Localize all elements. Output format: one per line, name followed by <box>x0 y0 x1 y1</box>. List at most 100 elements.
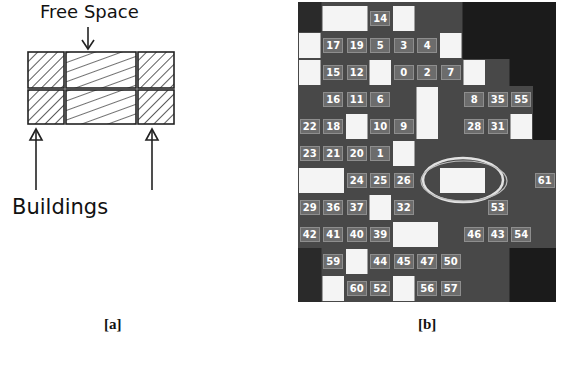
cell-number: 43 <box>491 230 505 240</box>
grid-cell: 29 <box>300 200 320 215</box>
cell-number: 11 <box>350 95 364 105</box>
cell-number: 5 <box>377 41 384 51</box>
grid-cell: 2 <box>417 65 437 80</box>
cell-number: 24 <box>350 176 364 186</box>
panel-label: [b] <box>418 316 436 333</box>
grid-cell: 3 <box>394 38 414 53</box>
leader-arrow <box>30 27 158 190</box>
cell-number: 39 <box>373 230 387 240</box>
cell-number: 57 <box>444 284 458 294</box>
cell-number: 2 <box>424 68 431 78</box>
cell-number: 4 <box>424 41 431 51</box>
grid-cell: 10 <box>370 119 390 134</box>
grid-cell: 50 <box>441 254 461 269</box>
cell-number: 44 <box>373 257 387 267</box>
panel-label: [a] <box>104 316 122 333</box>
cell-number: 45 <box>397 257 411 267</box>
cell-number: 26 <box>397 176 411 186</box>
grid-cell: 46 <box>464 227 484 242</box>
grid-cell: 17 <box>323 38 343 53</box>
grid-cell: 18 <box>323 119 343 134</box>
cell-number: 50 <box>444 257 458 267</box>
cell-number: 46 <box>467 230 481 240</box>
cell-number: 35 <box>491 95 505 105</box>
grid-cell: 1 <box>370 146 390 161</box>
grid-cell: 24 <box>347 173 367 188</box>
cell-number: 15 <box>326 68 340 78</box>
cell-number: 9 <box>400 122 407 132</box>
grid-cell: 40 <box>347 227 367 242</box>
grid-cell: 11 <box>347 92 367 107</box>
grid-cell: 43 <box>488 227 508 242</box>
grid-cell: 23 <box>300 146 320 161</box>
map-image <box>298 2 556 302</box>
grid-cell: 8 <box>464 92 484 107</box>
grid-cell: 53 <box>488 200 508 215</box>
cell-number: 52 <box>373 284 387 294</box>
cell-number: 54 <box>514 230 528 240</box>
cell-number: 22 <box>303 122 317 132</box>
cell-number: 42 <box>303 230 317 240</box>
grid-cell: 19 <box>347 38 367 53</box>
grid-cell: 44 <box>370 254 390 269</box>
grid-cell: 4 <box>417 38 437 53</box>
cell-number: 47 <box>420 257 434 267</box>
grid-cell: 56 <box>417 281 437 296</box>
cell-number: 23 <box>303 149 317 159</box>
cell-number: 31 <box>491 122 505 132</box>
cell-number: 29 <box>303 203 317 213</box>
cell-number: 18 <box>326 122 340 132</box>
cell-number: 40 <box>350 230 364 240</box>
grid-cell: 28 <box>464 119 484 134</box>
cell-number: 25 <box>373 176 387 186</box>
cell-number: 59 <box>326 257 340 267</box>
grid-cell: 20 <box>347 146 367 161</box>
cell-number: 14 <box>373 14 387 24</box>
grid-cell: 57 <box>441 281 461 296</box>
grid-cell: 55 <box>511 92 531 107</box>
cell-number: 21 <box>326 149 340 159</box>
cell-number: 17 <box>326 41 340 51</box>
grid-cell: 16 <box>323 92 343 107</box>
annotation-label: Free Space <box>40 2 139 22</box>
cell-number: 10 <box>373 122 387 132</box>
grid-cell: 36 <box>323 200 343 215</box>
grid-cell: 6 <box>370 92 390 107</box>
grid-cell: 14 <box>370 11 390 26</box>
cell-number: 61 <box>538 176 552 186</box>
cell-number: 55 <box>514 95 528 105</box>
grid-cell: 59 <box>323 254 343 269</box>
grid-cell: 42 <box>300 227 320 242</box>
grid-cell: 25 <box>370 173 390 188</box>
cell-number: 6 <box>377 95 384 105</box>
cell-number: 3 <box>400 41 407 51</box>
cell-number: 60 <box>350 284 364 294</box>
grid-cell: 35 <box>488 92 508 107</box>
cell-number: 36 <box>326 203 340 213</box>
grid-cell: 26 <box>394 173 414 188</box>
grid-cell: 37 <box>347 200 367 215</box>
cell-number: 8 <box>471 95 478 105</box>
grid-cell: 31 <box>488 119 508 134</box>
sketch-grid <box>28 52 174 124</box>
cell-number: 16 <box>326 95 340 105</box>
grid-cell: 22 <box>300 119 320 134</box>
cell-number: 12 <box>350 68 364 78</box>
grid-cell: 32 <box>394 200 414 215</box>
cell-number: 0 <box>400 68 407 78</box>
grid-cell: 9 <box>394 119 414 134</box>
cell-number: 41 <box>326 230 340 240</box>
cell-number: 56 <box>420 284 434 294</box>
grid-cell: 60 <box>347 281 367 296</box>
grid-cell: 52 <box>370 281 390 296</box>
grid-cell: 0 <box>394 65 414 80</box>
grid-cell: 12 <box>347 65 367 80</box>
grid-cell: 41 <box>323 227 343 242</box>
grid-cell: 45 <box>394 254 414 269</box>
grid-cell: 54 <box>511 227 531 242</box>
cell-number: 28 <box>467 122 481 132</box>
grid-cell: 39 <box>370 227 390 242</box>
